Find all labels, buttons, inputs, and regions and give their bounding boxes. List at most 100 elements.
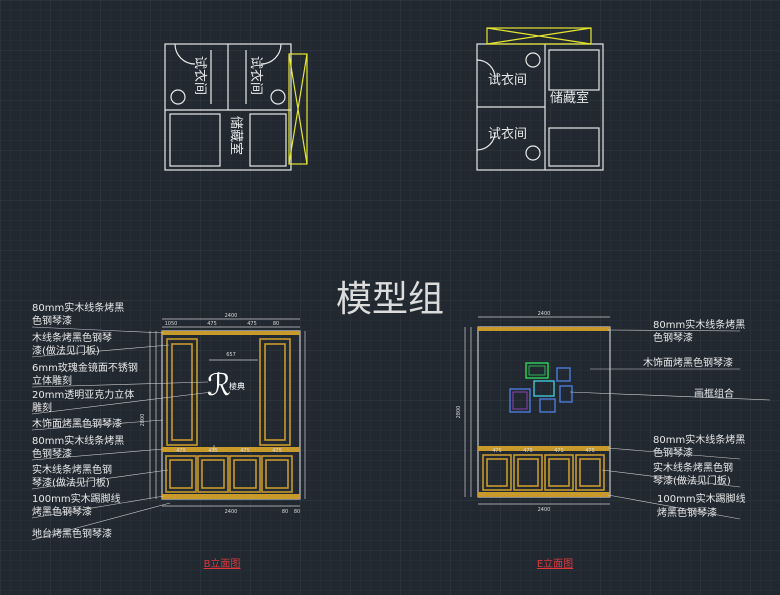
plan-left-fitting-2-label: 试衣间 [248,56,264,95]
svg-text:657: 657 [226,352,236,358]
elevation-left-counter [162,447,300,452]
elevation-left-drawer-3-inner [233,459,257,489]
elevation-right-counter [478,446,610,451]
elevation-left-panel-left [166,338,198,446]
svg-text:琴漆(做法见门板): 琴漆(做法见门板) [653,474,731,487]
elevation-right-drawer-4 [575,454,605,491]
svg-text:木饰面烤黑色钢琴漆: 木饰面烤黑色钢琴漆 [643,356,733,369]
plan-left-shelf [169,113,221,167]
logo-mark: ℛ [207,368,231,403]
svg-text:烤黑色钢琴漆: 烤黑色钢琴漆 [32,505,92,518]
svg-text:琴漆(做法见门板): 琴漆(做法见门板) [32,476,110,489]
plan-right-labels: 试衣间 试衣间 储藏室 [488,72,589,142]
plan-left-door-2 [260,43,282,65]
elevation-left-baseboard [162,494,300,499]
svg-text:1050: 1050 [165,321,178,327]
elevation-right-drawer-3-inner [548,458,570,487]
svg-text:实木线条烤黑色钢: 实木线条烤黑色钢 [32,463,112,476]
elevation-left-leaders [31,326,213,541]
svg-text:色钢琴漆: 色钢琴漆 [32,447,72,460]
svg-text:80: 80 [294,509,300,515]
svg-text:20mm透明亚克力立体: 20mm透明亚克力立体 [32,388,134,401]
plan-right-door-2 [476,131,496,151]
plan-left-stool-1 [170,89,186,105]
svg-text:80mm实木线条烤黑: 80mm实木线条烤黑 [32,301,124,314]
svg-text:100mm实木踢脚线: 100mm实木踢脚线 [657,492,746,505]
plan-left-labels: 试衣间 试衣间 储藏室 [192,56,264,155]
picture-frame-2 [556,367,571,382]
svg-text:木饰面烤黑色钢琴漆: 木饰面烤黑色钢琴漆 [32,417,122,430]
picture-frame-6 [559,385,573,403]
svg-text:2400: 2400 [538,311,551,317]
elevation-right-drawer-3 [544,454,574,491]
svg-text:实木线条烤黑色钢: 实木线条烤黑色钢 [653,461,733,474]
svg-text:80mm实木线条烤黑: 80mm实木线条烤黑 [32,434,124,447]
elevation-right: 2400 475 475 475 475 2400 2800 E立面图 [456,311,611,570]
svg-text:80mm实木线条烤黑: 80mm实木线条烤黑 [653,318,745,331]
svg-text:2800: 2800 [140,414,146,427]
svg-text:2400: 2400 [538,507,551,513]
plan-left-stool-2 [270,89,286,105]
svg-text:2800: 2800 [456,406,462,419]
elevation-left-top-molding [162,331,300,335]
svg-text:475: 475 [176,448,186,454]
svg-text:475: 475 [240,448,250,454]
elevation-left-panel-right [259,338,291,446]
picture-frame-group [509,362,573,413]
svg-text:色钢琴漆: 色钢琴漆 [32,314,72,327]
svg-text:雕刻: 雕刻 [32,401,52,414]
svg-text:100mm实木踢脚线: 100mm实木踢脚线 [32,492,121,505]
plan-right-storage-label: 储藏室 [550,90,589,106]
svg-text:475: 475 [585,448,595,454]
elevation-left-panel-left-inner [171,343,193,441]
elevation-right-drawer-2-inner [517,458,539,487]
svg-text:2400: 2400 [225,313,238,319]
plan-left-fitting-1-label: 试衣间 [192,56,208,95]
elevation-left-caption: B立面图 [204,557,241,570]
elevation-left-labels: 80mm实木线条烤黑 色钢琴漆 木线条烤黑色钢琴 漆(做法见门板) 6mm玫瑰金… [32,301,138,540]
elevation-left-drawer-2 [197,455,229,493]
elevation-left-drawer-4-inner [265,459,289,489]
svg-text:2400: 2400 [225,509,238,515]
plan-right-fitting-2-label: 试衣间 [488,126,527,142]
plan-right-stool-2 [525,145,541,161]
svg-text:475: 475 [272,448,282,454]
svg-text:色钢琴漆: 色钢琴漆 [653,331,693,344]
elevation-left-drawer-1 [165,455,197,493]
elevation-left-drawer-2-inner [201,459,225,489]
elevation-right-caption: E立面图 [537,557,573,570]
picture-frame-3 [533,380,555,397]
elevation-right-drawer-1-inner [486,458,508,487]
plan-right-door-1 [476,59,496,79]
elevation-right-baseboard [478,492,610,497]
svg-text:烤黑色钢琴漆: 烤黑色钢琴漆 [657,506,717,519]
picture-frame-4 [509,388,531,413]
svg-text:色钢琴漆: 色钢琴漆 [653,446,693,459]
svg-text:画框组合: 画框组合 [694,387,734,400]
svg-text:80: 80 [282,509,288,515]
elevation-right-top-molding [478,327,610,331]
plan-right-shelf [548,49,600,91]
picture-frame-1 [525,362,549,379]
plan-right-door-highlight [486,27,592,45]
svg-text:地台烤黑色钢琴漆: 地台烤黑色钢琴漆 [32,527,112,540]
svg-text:475: 475 [523,448,533,454]
svg-text:木线条烤黑色钢琴: 木线条烤黑色钢琴 [32,331,112,344]
plan-left-storage-label: 储藏室 [228,116,244,155]
logo: ℛ 棱典 [207,368,245,403]
elevation-left-drawer-1-inner [169,459,193,489]
svg-text:475: 475 [208,448,218,454]
picture-frame-5 [539,398,556,413]
plan-right-shelf-2 [548,127,600,167]
elevation-left-drawer-3 [229,455,261,493]
elevation-right-leaders [569,329,771,520]
svg-text:475: 475 [247,321,257,327]
plan-left-door-highlight [288,53,308,165]
elevation-right-drawer-4-inner [579,458,601,487]
svg-text:475: 475 [207,321,217,327]
plan-right [476,43,604,171]
svg-text:475: 475 [554,448,564,454]
drawing-title: 模型组 [336,279,444,320]
